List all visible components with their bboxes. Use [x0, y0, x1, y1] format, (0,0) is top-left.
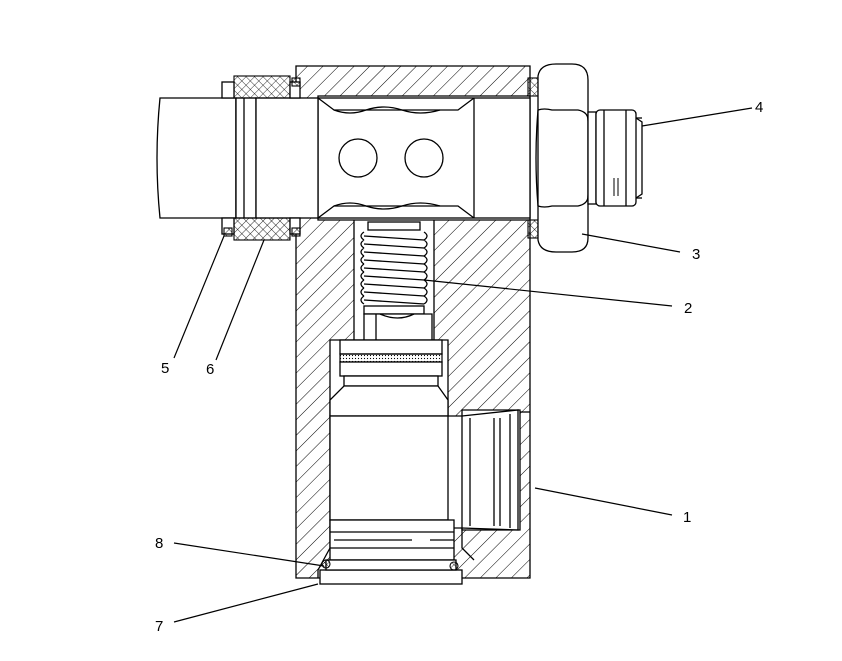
callout-3: 3 [692, 246, 700, 263]
leader-lines [173, 107, 753, 623]
callout-4: 4 [755, 99, 763, 116]
callout-5: 5 [161, 360, 169, 377]
port-hole-right [404, 138, 444, 178]
callout-7: 7 [155, 618, 163, 635]
leader-3 [581, 233, 681, 253]
hex-nut [535, 63, 591, 253]
connector [587, 109, 643, 207]
spring [360, 221, 428, 315]
callout-6: 6 [206, 361, 214, 378]
left-cap [156, 97, 319, 219]
leader-1 [534, 487, 673, 516]
spool [329, 313, 455, 561]
leader-8 [173, 542, 325, 567]
leader-6 [215, 239, 265, 361]
callout-8: 8 [155, 535, 163, 552]
callout-labels: 1 2 3 4 5 6 7 8 [155, 99, 763, 635]
port-hole-left [338, 138, 378, 178]
lock-nut [221, 75, 301, 241]
leader-4 [641, 107, 753, 127]
callout-2: 2 [684, 300, 692, 317]
leader-5 [173, 235, 225, 359]
bottom-plug [319, 559, 463, 585]
leader-7 [173, 583, 319, 623]
cross-tube [317, 97, 531, 219]
leader-2 [423, 279, 673, 307]
callout-1: 1 [683, 509, 691, 526]
